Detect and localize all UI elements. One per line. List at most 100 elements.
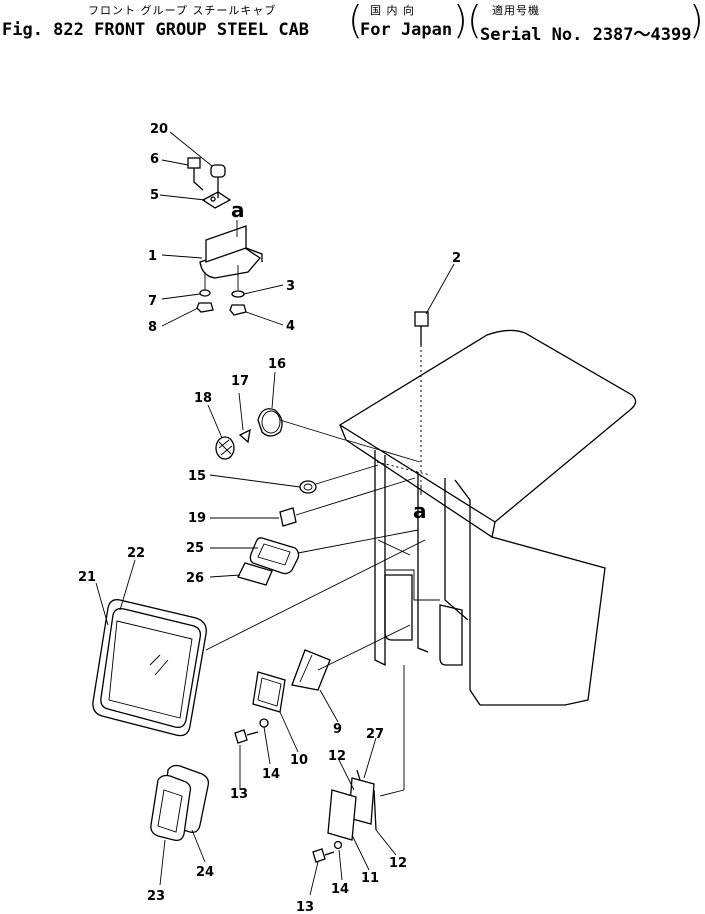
- lower-glass-inner: [157, 789, 183, 833]
- paren-right-1: ): [453, 0, 468, 42]
- callout-20: 20: [150, 122, 168, 137]
- vent-assembly: [234, 624, 411, 744]
- callout-8: 8: [148, 320, 157, 335]
- ref-mark-a-cab: a: [413, 499, 427, 523]
- plate-guide-line-2: [379, 789, 405, 797]
- callout-24: 24: [196, 865, 214, 880]
- washer-14b: [333, 840, 343, 850]
- clamp-plate: [201, 191, 232, 209]
- callout-26: 26: [186, 571, 204, 586]
- bolt-2-head: [414, 311, 429, 327]
- cab-body: [338, 329, 637, 706]
- glass-reflection: [149, 654, 169, 676]
- title-japanese: フロント グループ スチールキャブ: [88, 4, 277, 17]
- callout-2: 2: [452, 251, 461, 266]
- callout-4: 4: [286, 319, 295, 334]
- callout-13b: 13: [296, 900, 314, 914]
- roof-rivet-row: [376, 461, 431, 476]
- paren-right-2: ): [689, 0, 704, 42]
- serial-label: Serial No. 2387～4399: [480, 25, 692, 45]
- bolt-13b: [312, 848, 326, 863]
- roof-seam: [345, 439, 421, 463]
- figure-title: Fig. 822 FRONT GROUP STEEL CAB: [2, 20, 310, 40]
- vent-guide-line: [317, 624, 411, 671]
- callout-16: 16: [268, 357, 286, 372]
- grommet-hole: [303, 483, 313, 491]
- bolt-13b-shank: [324, 851, 335, 856]
- callout-3: 3: [286, 279, 295, 294]
- window-guide-line: [205, 539, 426, 651]
- callout-5: 5: [150, 188, 159, 203]
- clip-body: [279, 507, 297, 527]
- callout-11: 11: [361, 871, 379, 886]
- clip-19: [279, 477, 416, 527]
- grille-mesh: [218, 439, 233, 456]
- small-window-glass-26: [237, 562, 273, 586]
- cab-rear-edge: [454, 479, 481, 706]
- frame-line: [386, 569, 440, 601]
- callout-27: 27: [366, 727, 384, 742]
- washer-14a: [259, 718, 269, 728]
- light-assembly: [215, 408, 346, 460]
- bolt-shank: [193, 168, 204, 191]
- callout-22: 22: [127, 546, 145, 561]
- vent-cover-detail: [291, 649, 313, 686]
- callout-23: 23: [147, 889, 165, 904]
- clamp-hole: [210, 196, 216, 202]
- figure-header: フロント グループ スチールキャブ Fig. 822 FRONT GROUP S…: [0, 0, 705, 60]
- seal-strip-12: [373, 789, 377, 831]
- bracket-flange: [245, 247, 263, 262]
- pin-head: [210, 164, 226, 178]
- small-window: [237, 529, 419, 586]
- callout-14b: 14: [331, 882, 349, 897]
- callout-19: 19: [188, 511, 206, 526]
- market-japanese: 国 内 向: [370, 4, 415, 17]
- lower-window: [150, 764, 210, 842]
- access-plate-assembly: [312, 665, 405, 863]
- lower-glass-23: [150, 774, 192, 842]
- front-pillar-right: [444, 478, 469, 621]
- paren-left-1: (: [348, 0, 363, 42]
- bolt-13a: [234, 729, 248, 744]
- window-glass: [108, 620, 193, 719]
- vent-plate-10: [252, 671, 286, 713]
- callout-25: 25: [186, 541, 204, 556]
- vent-plate-inner: [257, 677, 282, 707]
- lamp-rim: [261, 410, 281, 434]
- callout-10: 10: [290, 753, 308, 768]
- seal-strip-12b: [356, 769, 361, 781]
- nut-4: [229, 304, 247, 316]
- mount-bracket-assembly: [187, 157, 263, 316]
- lamp-bulb-17: [238, 428, 251, 444]
- callout-17: 17: [231, 374, 249, 389]
- leader-lines: [95, 131, 455, 896]
- grommet-guide-line: [315, 464, 379, 485]
- callout-labels: 20 6 5 1 7 8 3 4 2 16 17 18 15 19 25 26 …: [78, 122, 461, 914]
- nut-8: [196, 302, 214, 313]
- cab-side-panel: [480, 536, 606, 706]
- serial-japanese: 適用号機: [492, 4, 540, 17]
- lower-window-right: [439, 604, 463, 666]
- roof-edge: [339, 424, 496, 539]
- callout-13a: 13: [230, 787, 248, 802]
- front-pillar-mid: [417, 472, 429, 653]
- grommet-15: [299, 464, 379, 494]
- bracket-plate: [199, 247, 261, 279]
- callout-9: 9: [333, 722, 342, 737]
- bolt-head: [187, 157, 201, 169]
- small-window-inner: [257, 543, 291, 566]
- lamp-guide-line: [279, 419, 346, 441]
- front-pillar-left: [374, 450, 386, 667]
- callout-7: 7: [148, 294, 157, 309]
- callout-12a: 12: [328, 749, 346, 764]
- market-label: For Japan: [360, 20, 453, 40]
- bolt-13a-shank: [246, 731, 259, 736]
- plate-11: [327, 789, 357, 841]
- frame-line-2: [377, 539, 411, 556]
- callout-6: 6: [150, 152, 159, 167]
- window-seal-22: [92, 599, 207, 737]
- lower-window-left: [384, 574, 413, 641]
- paren-left-2: (: [467, 0, 482, 42]
- callout-12b: 12: [389, 856, 407, 871]
- ref-mark-a-top: a: [231, 198, 245, 222]
